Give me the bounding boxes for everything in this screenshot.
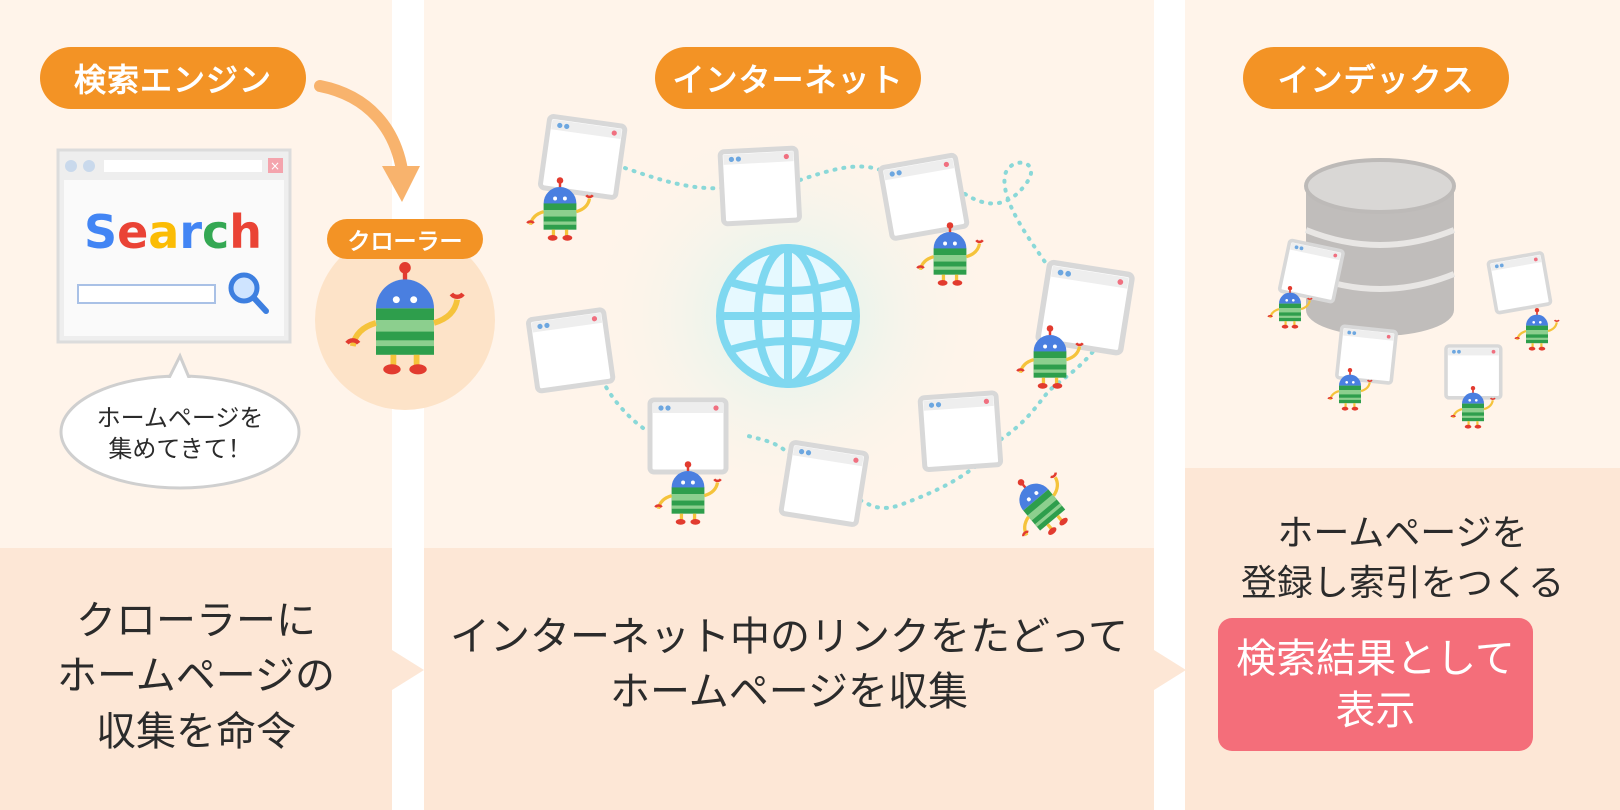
- search-input[interactable]: [77, 284, 216, 304]
- link-paths: [603, 160, 1100, 510]
- search-result-line: 検索結果として: [1236, 635, 1515, 682]
- search-logo: Search: [84, 205, 262, 259]
- index-caption-line: ホームページを: [1277, 512, 1528, 554]
- internet-panel-bottom: [424, 548, 1154, 810]
- internet-label: インターネット: [655, 47, 921, 109]
- speech-line: 集めてきて！: [108, 435, 252, 463]
- globe-icon: [716, 244, 860, 388]
- search-icon[interactable]: [228, 272, 269, 314]
- crawler-label: クローラー: [327, 219, 483, 259]
- engine-caption-line: 収集を命令: [96, 708, 296, 755]
- browser-window: ×: [56, 148, 292, 344]
- search-logo-letter: a: [148, 205, 179, 259]
- search-result-line: 表示: [1335, 687, 1416, 734]
- search-result-button[interactable]: 検索結果として 表示: [1218, 618, 1533, 751]
- index-caption: ホームページを 登録し索引をつくる: [1185, 508, 1620, 610]
- search-logo-letter: e: [117, 205, 148, 259]
- engine-caption: クローラーに ホームページの 収集を命令: [0, 582, 392, 772]
- engine-panel-bottom: [0, 548, 392, 810]
- search-logo-letter: S: [84, 205, 117, 259]
- engine-caption-line: クローラーに: [76, 598, 316, 645]
- internet-caption-line: ホームページを収集: [610, 669, 968, 715]
- search-logo-letter: h: [229, 205, 262, 259]
- internet-caption: インターネット中のリンクをたどって ホームページを収集: [424, 600, 1154, 730]
- robot-icon: [992, 457, 1087, 552]
- chevron-right-icon: [1154, 650, 1186, 690]
- index-caption-line: 登録し索引をつくる: [1240, 563, 1565, 604]
- chevron-right-icon: [392, 650, 424, 690]
- search-logo-letter: r: [179, 205, 202, 259]
- speech-text: ホームページを 集めてきて！: [70, 400, 290, 468]
- engine-caption-line: ホームページの: [57, 653, 335, 700]
- search-logo-letter: c: [202, 205, 229, 259]
- index-label: インデックス: [1243, 47, 1509, 109]
- speech-bubble: [59, 352, 301, 490]
- search-engine-label: 検索エンジン: [40, 47, 306, 109]
- internet-caption-line: インターネット中のリンクをたどって: [450, 613, 1128, 660]
- robot-icon: [1513, 306, 1561, 352]
- speech-line: ホームページを: [96, 403, 264, 432]
- svg-text:×: ×: [270, 159, 280, 173]
- arrow-curved-icon: [314, 80, 420, 202]
